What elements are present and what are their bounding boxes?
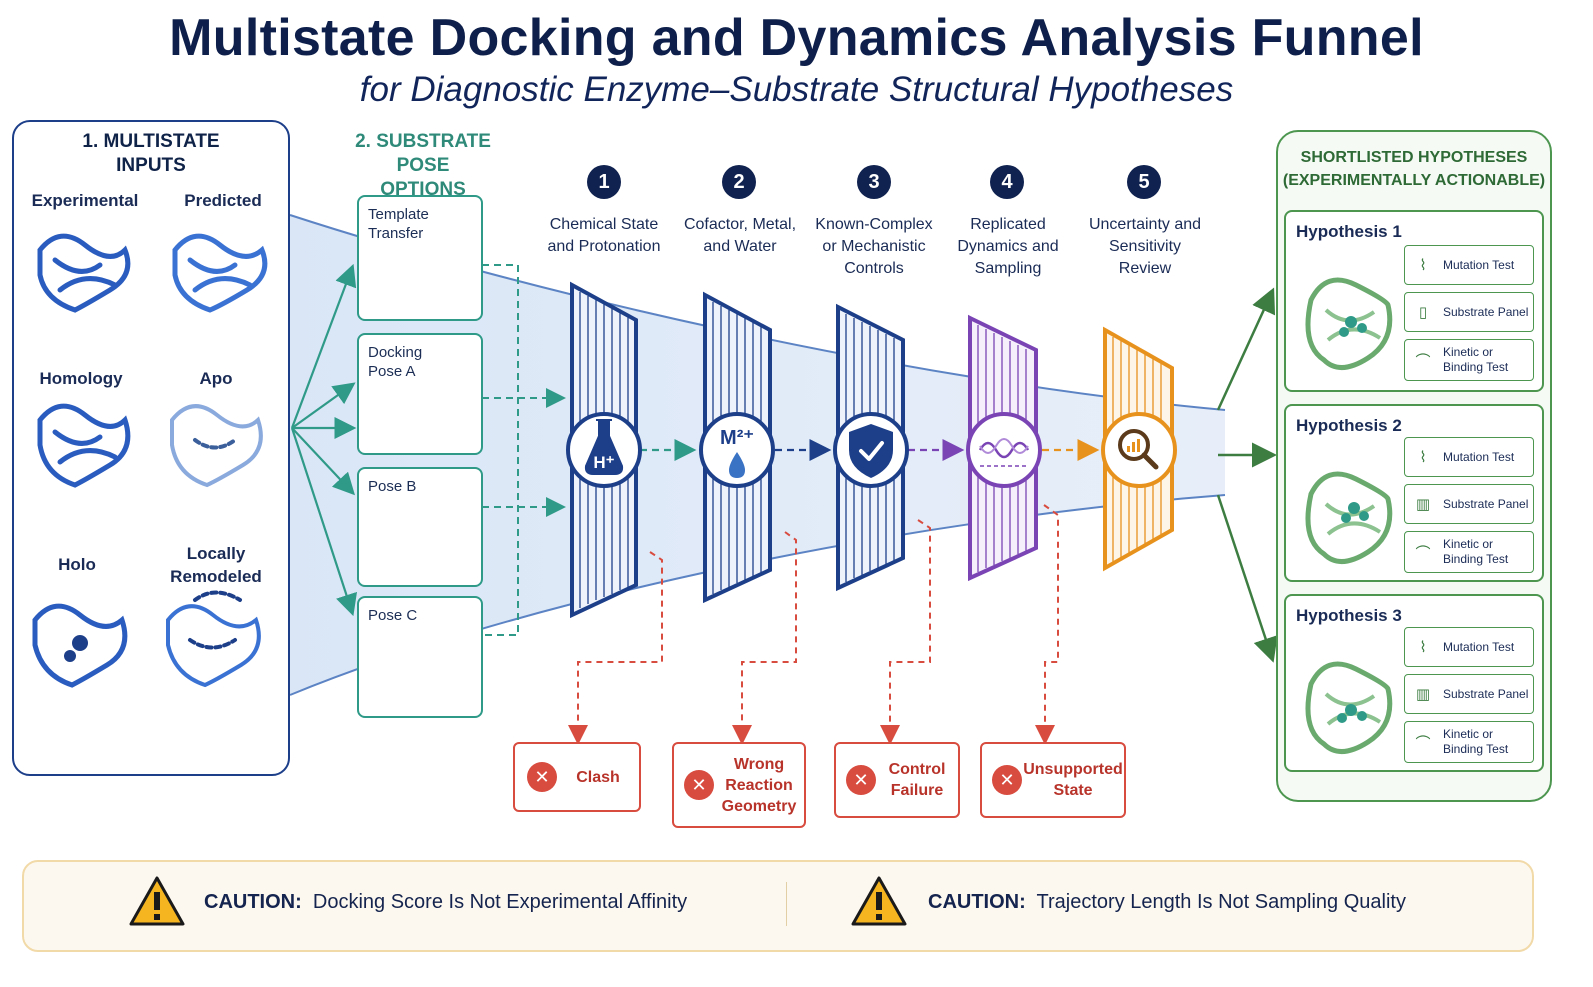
fail-x-icon: ✕ bbox=[684, 770, 714, 800]
failure-box-clash: ✕ Clash bbox=[513, 742, 641, 812]
hypothesis-structure-icon bbox=[1305, 471, 1393, 564]
shield-check-icon bbox=[833, 412, 909, 488]
metal-droplet-icon: M²⁺ bbox=[699, 412, 775, 488]
substrate-panel-chip[interactable]: ▥ Substrate Panel bbox=[1404, 674, 1534, 714]
input-label-experimental: Experimental bbox=[31, 191, 139, 210]
fan-arrow-template bbox=[290, 263, 357, 429]
input-label-apo: Apo bbox=[199, 369, 233, 388]
inputs-heading: 1. MULTISTATE INPUTS bbox=[82, 131, 220, 176]
hypothesis-structure-icon bbox=[1305, 277, 1393, 370]
fan-arrow-pose-c bbox=[290, 427, 358, 617]
protein-structure-apo bbox=[170, 404, 263, 488]
curve-chart-icon: ⌒ bbox=[1415, 734, 1431, 752]
trajectory-wave-icon bbox=[966, 412, 1042, 488]
substrate-panel-chip[interactable]: ▯ Substrate Panel bbox=[1404, 292, 1534, 332]
dna-icon: ⌇ bbox=[1419, 449, 1427, 466]
fan-arrow-pose-a bbox=[291, 382, 356, 429]
magnifier-chart-icon bbox=[1101, 412, 1177, 488]
substrate-panel-chip[interactable]: ▥ Substrate Panel bbox=[1404, 484, 1534, 524]
mutation-test-chip[interactable]: ⌇ Mutation Test bbox=[1404, 627, 1534, 667]
multistate-inputs-panel bbox=[12, 120, 290, 776]
protein-structure-homology bbox=[37, 403, 131, 488]
fan-arrow-pose-b bbox=[291, 427, 356, 496]
hypothesis-structure-icon bbox=[1305, 661, 1393, 754]
stage-number-1: 1 bbox=[587, 165, 621, 199]
input-label-locally-remodeled: Locally Remodeled bbox=[170, 544, 262, 586]
pose-option-pose-b[interactable]: Pose B bbox=[357, 467, 483, 587]
poses-heading: 2. SUBSTRATE POSE OPTIONS bbox=[355, 131, 491, 200]
pose-option-docking-pose-a[interactable]: Docking Pose A bbox=[357, 333, 483, 455]
protein-structure-holo bbox=[32, 603, 128, 688]
warning-triangle-icon bbox=[129, 876, 185, 926]
page-title: Multistate Docking and Dynamics Analysis… bbox=[169, 9, 1424, 67]
caution-trajectory-length: CAUTION: Trajectory Length Is Not Sampli… bbox=[928, 891, 1406, 913]
test-tube-rack-icon: ▥ bbox=[1415, 496, 1431, 513]
stage-number-4: 4 bbox=[990, 165, 1024, 199]
fail-x-icon: ✕ bbox=[846, 765, 876, 795]
page-subtitle: for Diagnostic Enzyme–Substrate Structur… bbox=[359, 70, 1234, 109]
stage-number-3: 3 bbox=[857, 165, 891, 199]
dna-icon: ⌇ bbox=[1419, 257, 1427, 274]
dna-icon: ⌇ bbox=[1419, 639, 1427, 656]
curve-chart-icon: ⌒ bbox=[1415, 544, 1431, 562]
pose-option-pose-c[interactable]: Pose C bbox=[357, 596, 483, 718]
hypothesis-card-1[interactable]: Hypothesis 1 ⌇ Mutation Test ▯ Substrate… bbox=[1284, 210, 1544, 392]
protein-structure-locally-remodeled bbox=[166, 590, 261, 688]
protein-structure-experimental bbox=[37, 233, 131, 313]
caution-docking-score: CAUTION: Docking Score Is Not Experiment… bbox=[204, 891, 688, 913]
fail-x-icon: ✕ bbox=[992, 765, 1022, 795]
warning-triangle-icon bbox=[851, 876, 907, 926]
test-tube-rack-icon: ▥ bbox=[1415, 686, 1431, 703]
protein-structure-predicted bbox=[172, 233, 268, 313]
caution-divider bbox=[786, 882, 787, 926]
curve-chart-icon: ⌒ bbox=[1415, 352, 1431, 370]
svg-text:H⁺: H⁺ bbox=[593, 453, 614, 472]
stage-label-2: Cofactor, Metal,and Water bbox=[683, 216, 797, 255]
stage-number-2: 2 bbox=[722, 165, 756, 199]
input-label-homology: Homology bbox=[39, 369, 123, 388]
pose-option-template-transfer[interactable]: Template Transfer bbox=[357, 195, 483, 321]
hypothesis-card-3[interactable]: Hypothesis 3 ⌇ Mutation Test ▥ Substrate… bbox=[1284, 594, 1544, 772]
input-label-holo: Holo bbox=[58, 555, 96, 574]
mutation-test-chip[interactable]: ⌇ Mutation Test bbox=[1404, 437, 1534, 477]
stage-number-5: 5 bbox=[1127, 165, 1161, 199]
mutation-test-chip[interactable]: ⌇ Mutation Test bbox=[1404, 245, 1534, 285]
caution-bar bbox=[22, 860, 1534, 952]
fail-x-icon: ✕ bbox=[527, 762, 557, 792]
input-label-predicted: Predicted bbox=[184, 191, 262, 210]
shortlist-heading: SHORTLISTED HYPOTHESES (EXPERIMENTALLY A… bbox=[1282, 149, 1546, 189]
flask-icon: H⁺ bbox=[566, 412, 642, 488]
svg-text:M²⁺: M²⁺ bbox=[720, 427, 754, 449]
test-tube-icon: ▯ bbox=[1418, 304, 1428, 321]
hypothesis-card-2[interactable]: Hypothesis 2 ⌇ Mutation Test ▥ Substrate… bbox=[1284, 404, 1544, 582]
